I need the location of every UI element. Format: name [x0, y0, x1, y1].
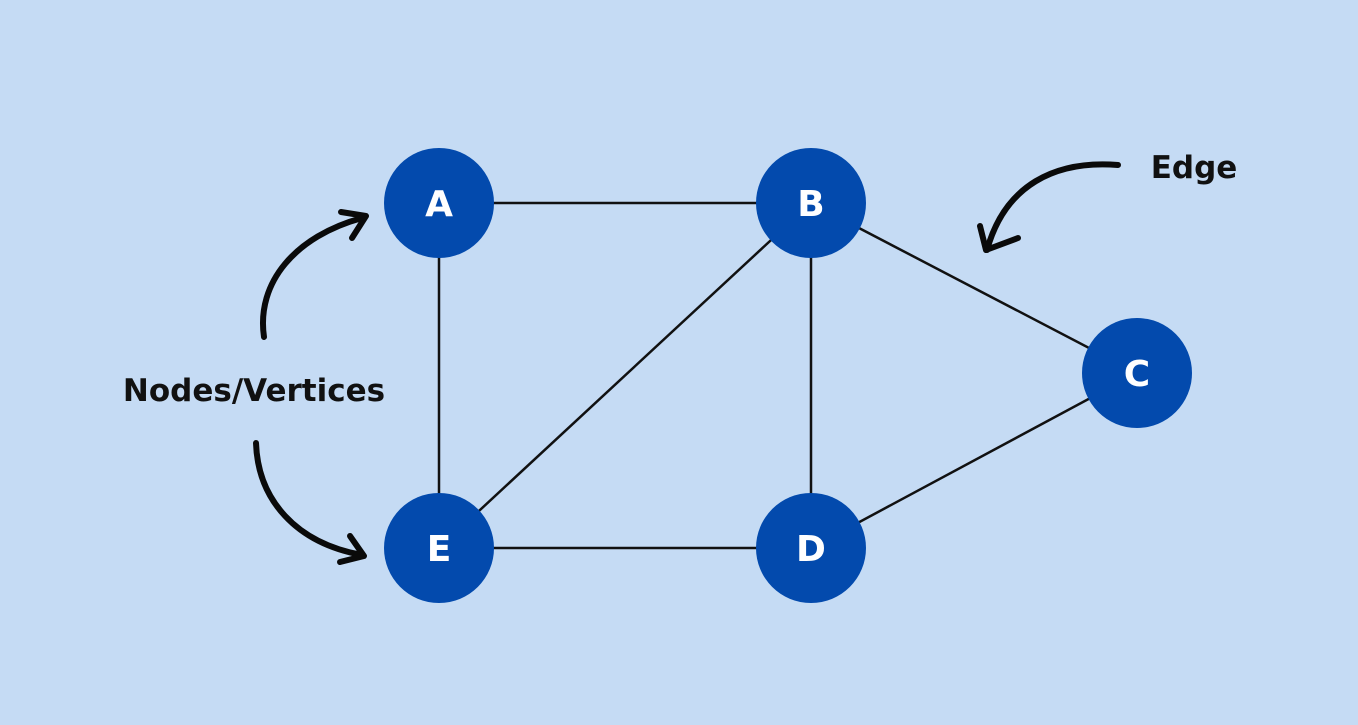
edges	[437, 201, 1138, 550]
node-circle-b	[756, 148, 866, 258]
edge-b-c	[810, 201, 1138, 375]
node-label-c: C	[1124, 354, 1150, 395]
arrow-to-node-e-head-icon	[337, 533, 367, 565]
node-e: E	[384, 493, 494, 603]
arrow-to-node-e-icon	[253, 440, 365, 558]
node-d: D	[756, 493, 866, 603]
arrow-to-node-a-icon	[260, 215, 365, 340]
nodes: A B C D E	[384, 148, 1192, 603]
node-circle-c	[1082, 318, 1192, 428]
node-circle-e	[384, 493, 494, 603]
node-circle-d	[756, 493, 866, 603]
node-label-e: E	[427, 529, 452, 570]
edge-label: Edge	[1151, 150, 1238, 186]
edge-b-e	[438, 202, 812, 549]
edge-c-d	[810, 371, 1138, 550]
node-label-d: D	[796, 529, 826, 570]
node-a: A	[384, 148, 494, 258]
node-circle-a	[384, 148, 494, 258]
annotation-arrows	[253, 161, 1121, 565]
arrow-to-node-a-head-icon	[338, 209, 369, 241]
node-label-b: B	[797, 184, 824, 225]
node-b: B	[756, 148, 866, 258]
nodes-vertices-label: Nodes/Vertices	[123, 373, 385, 409]
arrow-to-edge-head-icon	[977, 223, 1021, 253]
arrow-to-edge-icon	[984, 161, 1121, 253]
node-label-a: A	[425, 184, 453, 225]
node-c: C	[1082, 318, 1192, 428]
